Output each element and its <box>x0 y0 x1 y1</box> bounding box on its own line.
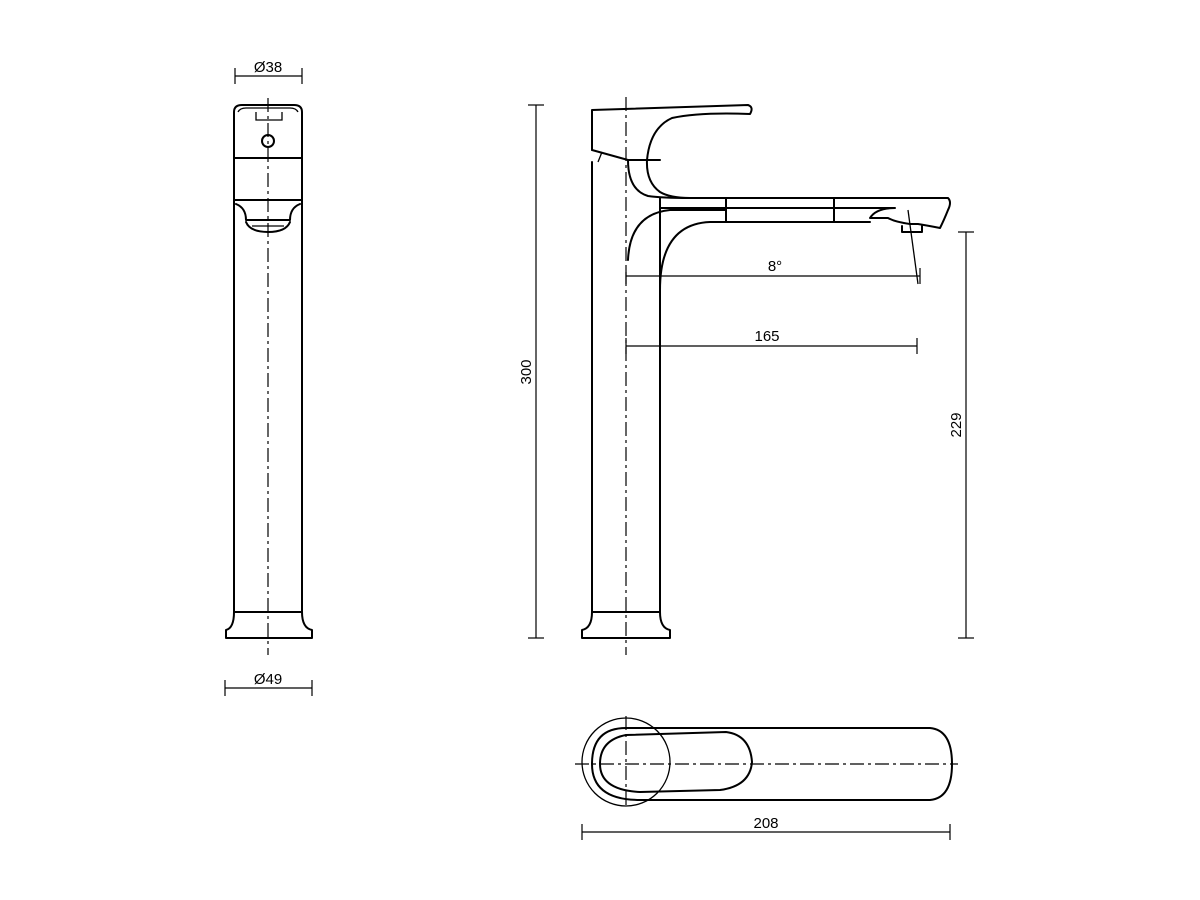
label-spout-angle: 8° <box>768 258 782 275</box>
side-view <box>581 97 951 655</box>
label-top-diameter: Ø38 <box>254 59 282 76</box>
label-spout-height: 229 <box>948 412 965 437</box>
dimension-spout-height: 229 <box>948 231 974 639</box>
top-view <box>575 716 958 807</box>
label-overall-height: 300 <box>518 359 535 384</box>
dimension-front-top-diameter: Ø38 <box>234 59 303 84</box>
dimension-front-base-diameter: Ø49 <box>224 671 313 696</box>
dimension-overall-length: 208 <box>581 815 951 840</box>
label-spout-reach: 165 <box>754 328 779 345</box>
dimension-overall-height: 300 <box>518 104 544 639</box>
front-view <box>225 98 313 655</box>
label-overall-length: 208 <box>753 815 778 832</box>
label-base-diameter: Ø49 <box>254 671 282 688</box>
dimension-spout-angle: 8° <box>625 258 921 284</box>
dimension-spout-reach: 165 <box>625 328 918 354</box>
